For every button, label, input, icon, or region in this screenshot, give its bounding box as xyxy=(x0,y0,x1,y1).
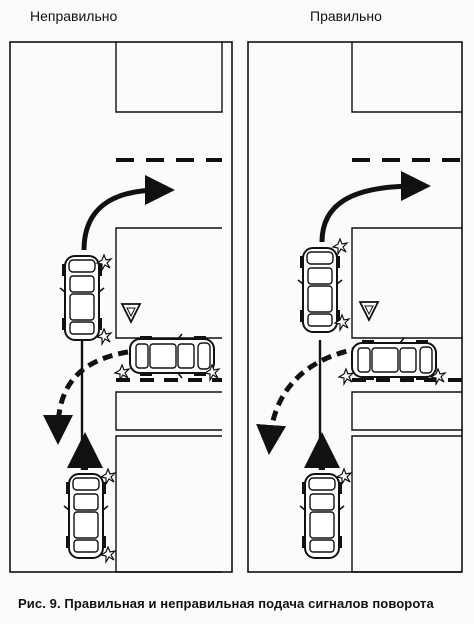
panel-correct xyxy=(247,41,463,573)
car-icon xyxy=(351,337,437,383)
figure-caption: Рис. 9. Правильная и неправильная подача… xyxy=(18,596,434,611)
car-icon xyxy=(129,333,215,379)
panel-title-incorrect: Неправильно xyxy=(30,8,118,24)
traffic-diagram xyxy=(9,41,463,573)
car-icon xyxy=(59,255,105,341)
turn-signal-icon xyxy=(338,368,354,385)
yield-sign-icon xyxy=(358,301,380,323)
car-icon xyxy=(297,247,343,333)
building-block xyxy=(351,435,462,573)
turn-signal-icon xyxy=(114,364,130,381)
car-icon xyxy=(63,473,109,559)
panel-incorrect xyxy=(9,41,233,573)
yield-sign-icon xyxy=(120,303,142,325)
panel-title-correct: Правильно xyxy=(310,8,382,24)
building-block xyxy=(115,435,222,573)
building-block xyxy=(115,391,222,431)
arrow-icon xyxy=(43,349,129,445)
building-block xyxy=(351,227,462,339)
panel-frame xyxy=(9,41,233,573)
panel-frame xyxy=(247,41,463,573)
arrow-icon xyxy=(319,171,431,243)
arrow-icon xyxy=(81,175,175,251)
car-icon xyxy=(299,473,345,559)
arrow-icon xyxy=(256,345,363,455)
building-block xyxy=(351,391,462,431)
building-block xyxy=(115,42,223,113)
building-block xyxy=(351,42,462,113)
